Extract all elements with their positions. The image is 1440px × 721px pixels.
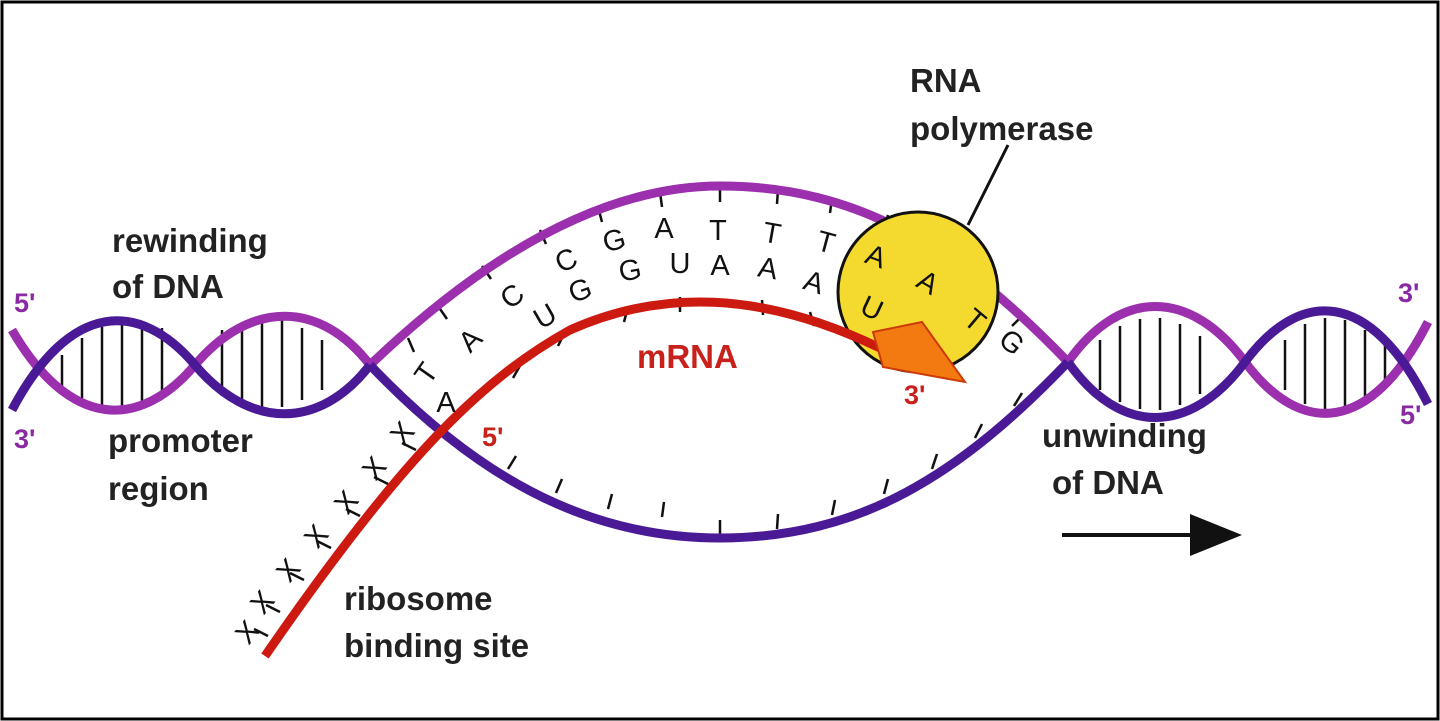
mrna-base: G: [616, 253, 644, 288]
rna-polymerase-label-line1: RNA: [910, 62, 982, 99]
rna-polymerase-pointer: [966, 144, 1010, 226]
rna-polymerase-label-line2: polymerase: [910, 110, 1093, 147]
left-helix: [8, 311, 374, 419]
template-base: T: [760, 217, 783, 252]
mrna-label: mRNA: [637, 338, 738, 375]
lower-coding-strand: [366, 358, 1072, 543]
mrna-3-prime-label: 3': [904, 380, 925, 410]
direction-arrow: [1062, 514, 1242, 556]
promoter-label-line1: promoter: [108, 422, 253, 459]
mrna-base: A: [710, 250, 730, 282]
ribosome-label-line2: binding site: [344, 627, 529, 664]
right-helix-strand-indigo: [1064, 306, 1433, 422]
rewinding-label-line1: rewinding: [112, 222, 268, 259]
template-base: T: [709, 215, 727, 247]
mrna-growth-arrow: [871, 320, 968, 384]
right-top-end-label: 3': [1398, 278, 1419, 308]
mrna-5-prime-label: 5': [482, 422, 503, 452]
right-bottom-end-label: 5': [1400, 400, 1421, 430]
mrna-strand: [261, 297, 882, 659]
template-base: A: [436, 387, 456, 419]
left-top-end-label: 5': [14, 288, 35, 318]
unwinding-label-line1: unwinding: [1042, 417, 1207, 454]
ribosome-label-line1: ribosome: [344, 580, 493, 617]
rewinding-label-line2: of DNA: [112, 268, 224, 305]
promoter-label-line2: region: [108, 470, 209, 507]
template-base: A: [654, 213, 674, 245]
left-bottom-end-label: 3': [14, 424, 35, 454]
mrna-base: U: [670, 248, 691, 280]
right-helix: [1064, 302, 1433, 422]
unwinding-label-line2: of DNA: [1052, 464, 1164, 501]
left-helix-strand-indigo: [8, 316, 374, 419]
